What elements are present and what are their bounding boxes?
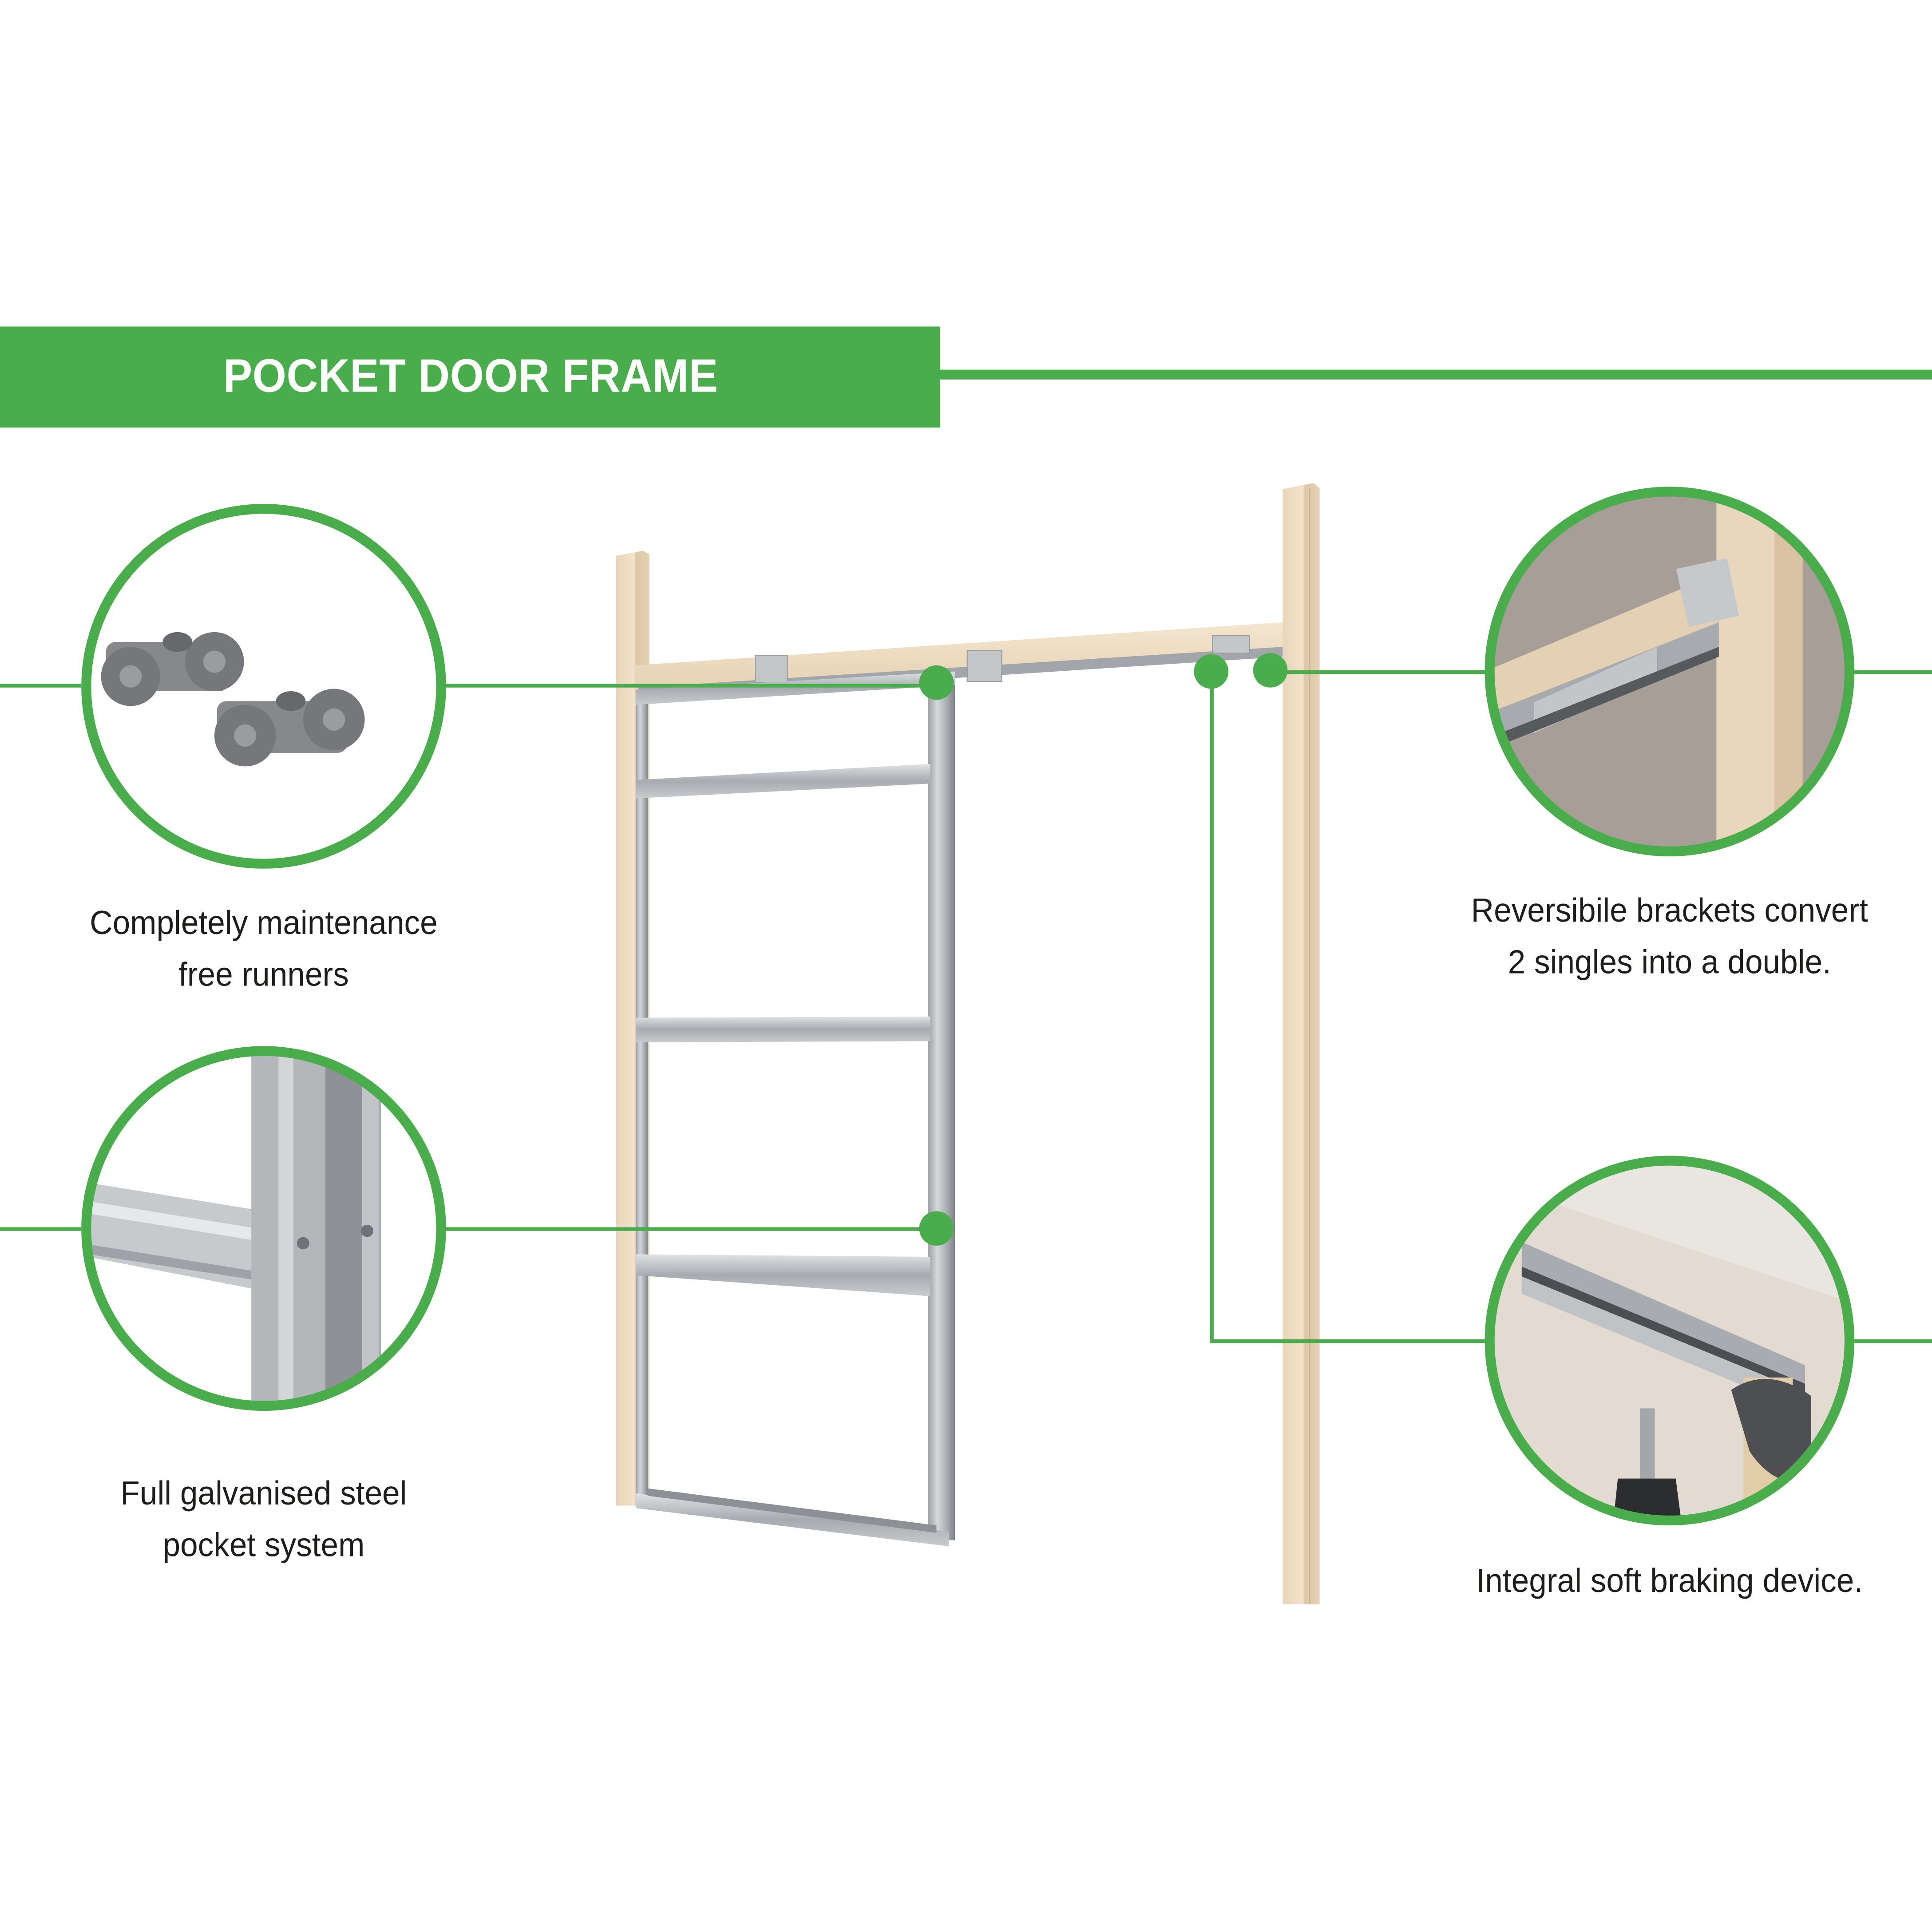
- brackets-photo-bubble: [1485, 487, 1855, 856]
- caption-steel: Full galvanised steel pocket system: [30, 1468, 498, 1571]
- connector-braking: [1210, 1339, 1488, 1343]
- caption-brackets-line-2: 2 singles into a double.: [1508, 944, 1831, 981]
- header-banner: POCKET DOOR FRAME: [0, 326, 940, 428]
- hotspot-steel[interactable]: [919, 1211, 954, 1246]
- connector-steel-left: [0, 1227, 87, 1231]
- caption-runners-line-1: Completely maintenance: [90, 904, 438, 942]
- braking-photo-bubble: [1485, 1156, 1855, 1526]
- connector-runners: [443, 684, 937, 688]
- caption-brackets-line-1: Reversibile brackets convert: [1471, 892, 1868, 929]
- caption-steel-line-2: pocket system: [162, 1526, 365, 1564]
- caption-runners: Completely maintenance free runners: [30, 897, 498, 1001]
- hotspot-runners[interactable]: [919, 665, 954, 700]
- right-wood-post: [1283, 483, 1320, 1604]
- caption-braking: Integral soft braking device.: [1424, 1555, 1915, 1607]
- connector-brackets: [1270, 670, 1488, 674]
- caption-runners-line-2: free runners: [178, 956, 349, 994]
- header-rule: [940, 369, 1932, 380]
- page-title: POCKET DOOR FRAME: [222, 350, 718, 403]
- galvanised-steel-photo: [81, 1046, 381, 1411]
- connector-braking-right: [1852, 1339, 1932, 1343]
- connector-steel: [443, 1227, 937, 1231]
- brackets-photo: [1485, 487, 1855, 856]
- connector-braking-vertical: [1210, 671, 1214, 1342]
- soft-braking-photo: [1485, 1156, 1855, 1526]
- steel-pocket-frame: [636, 671, 955, 1547]
- runners-photo: [101, 632, 365, 767]
- connector-brackets-right: [1852, 670, 1932, 674]
- caption-steel-line-1: Full galvanised steel: [120, 1475, 407, 1512]
- runners-photo-bubble: [81, 504, 446, 869]
- caption-braking-line-1: Integral soft braking device.: [1476, 1562, 1863, 1599]
- caption-brackets: Reversibile brackets convert 2 singles i…: [1424, 885, 1915, 988]
- connector-runners-left: [0, 684, 87, 688]
- steel-photo-bubble: [81, 1046, 446, 1411]
